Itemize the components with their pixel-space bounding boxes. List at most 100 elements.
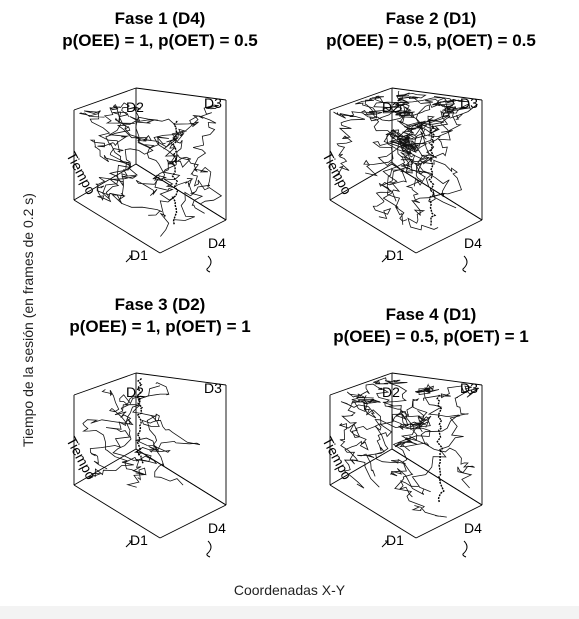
y-axis-arrow [462,255,468,273]
trajectory-path [135,128,192,196]
trajectory-path [89,123,132,205]
trajectory-path [415,97,478,209]
corner-label-d2: D2 [382,99,400,115]
trajectory-path [377,129,427,222]
box-edge [329,372,393,396]
corner-label-d1: D1 [130,247,148,263]
panel-2-title: Fase 2 (D1) p(OEE) = 0.5, p(OET) = 0.5 [296,8,566,52]
panel-3-title: Fase 3 (D2) p(OEE) = 1, p(OET) = 1 [36,294,284,338]
floor-diagonal [391,163,483,221]
trajectory-path [112,111,204,237]
corner-label-d3: D3 [460,95,478,111]
box-edge [329,163,393,201]
trajectory-path [95,106,158,189]
trajectory-path [332,98,377,180]
box-edge [73,372,137,396]
box-edge [159,504,227,539]
trajectory-path [420,385,480,489]
dwell-column [428,120,437,226]
box-edge [391,87,483,101]
box-edge [329,484,417,539]
corner-label-d4: D4 [464,520,482,536]
panel-1-title-line2: p(OEE) = 1, p(OET) = 0.5 [62,31,258,50]
box-edge [329,448,393,486]
corner-label-d3: D3 [204,95,222,111]
trajectory-path [394,398,430,452]
corner-label-d2: D2 [382,384,400,400]
panel-4-title: Fase 4 (D1) p(OEE) = 0.5, p(OET) = 1 [296,304,566,348]
box-edge [415,504,483,539]
box-edge [73,87,137,111]
panel-4-title-line1: Fase 4 (D1) [385,305,477,324]
corner-label-d1: D1 [386,532,404,548]
trajectory-path [132,397,184,486]
time-axis-label: Tiempo [319,149,355,197]
box-edge [73,199,161,254]
dwell-column [171,119,179,225]
corner-label-d3: D3 [460,380,478,396]
corner-label-d3: D3 [204,380,222,396]
y-axis-arrow [462,540,468,558]
box-edge [135,372,227,386]
floor-diagonal [135,448,227,506]
time-axis-label: Tiempo [63,149,99,197]
trajectory-path [89,382,170,470]
box-edge [329,87,393,111]
trajectory-path [96,102,138,203]
panel-4-title-line2: p(OEE) = 0.5, p(OET) = 1 [333,327,529,346]
corner-label-d2: D2 [126,99,144,115]
panel-1-title: Fase 1 (D4) p(OEE) = 1, p(OET) = 0.5 [36,8,284,52]
trajectory-path [399,383,464,498]
trajectory-path [375,410,447,518]
corner-label-d4: D4 [208,520,226,536]
floor-diagonal [135,163,227,221]
floor-diagonal [391,448,483,506]
dwell-column [436,394,445,503]
trajectory-path [410,98,471,203]
trajectory-path [357,383,431,495]
corner-label-d4: D4 [208,235,226,251]
dwell-column [135,378,144,464]
box-edge [329,199,417,254]
trajectory-path [338,395,377,489]
trajectory-path [372,128,433,220]
corner-label-d2: D2 [126,384,144,400]
box-edge [73,484,161,539]
box-edge [135,87,227,101]
shared-y-axis-label: Tiempo de la sesión (en frames de 0.2 s) [20,193,36,447]
trajectory-path [116,124,223,205]
trajectory-path [373,96,446,169]
x-axis-arrow [125,255,133,263]
trajectory-path [112,385,161,488]
trajectory-path [173,104,219,221]
corner-label-d1: D1 [130,532,148,548]
shared-x-axis-label: Coordenadas X-Y [233,582,346,598]
bottom-strip [0,606,579,619]
trajectory-path [346,391,389,477]
corner-label-d4: D4 [464,235,482,251]
trajectory-path [373,377,423,448]
trajectory-path [82,389,134,478]
box-edge [159,219,227,254]
y-axis-arrow [206,540,212,558]
corner-label-d1: D1 [386,247,404,263]
box-edge [391,372,483,386]
panel-1-title-line1: Fase 1 (D4) [114,9,206,28]
panel-3-title-line1: Fase 3 (D2) [114,295,206,314]
y-axis-arrow [206,255,212,273]
time-axis-label: Tiempo [319,434,355,482]
panel-2-title-line2: p(OEE) = 0.5, p(OET) = 0.5 [326,31,536,50]
time-axis-label: Tiempo [63,434,99,482]
x-axis-arrow [381,540,389,548]
box-edge [415,219,483,254]
x-axis-arrow [125,540,133,548]
trajectory-path [344,413,432,488]
trajectory-path [79,110,163,216]
x-axis-arrow [381,255,389,263]
panel-2-title-line1: Fase 2 (D1) [385,9,477,28]
